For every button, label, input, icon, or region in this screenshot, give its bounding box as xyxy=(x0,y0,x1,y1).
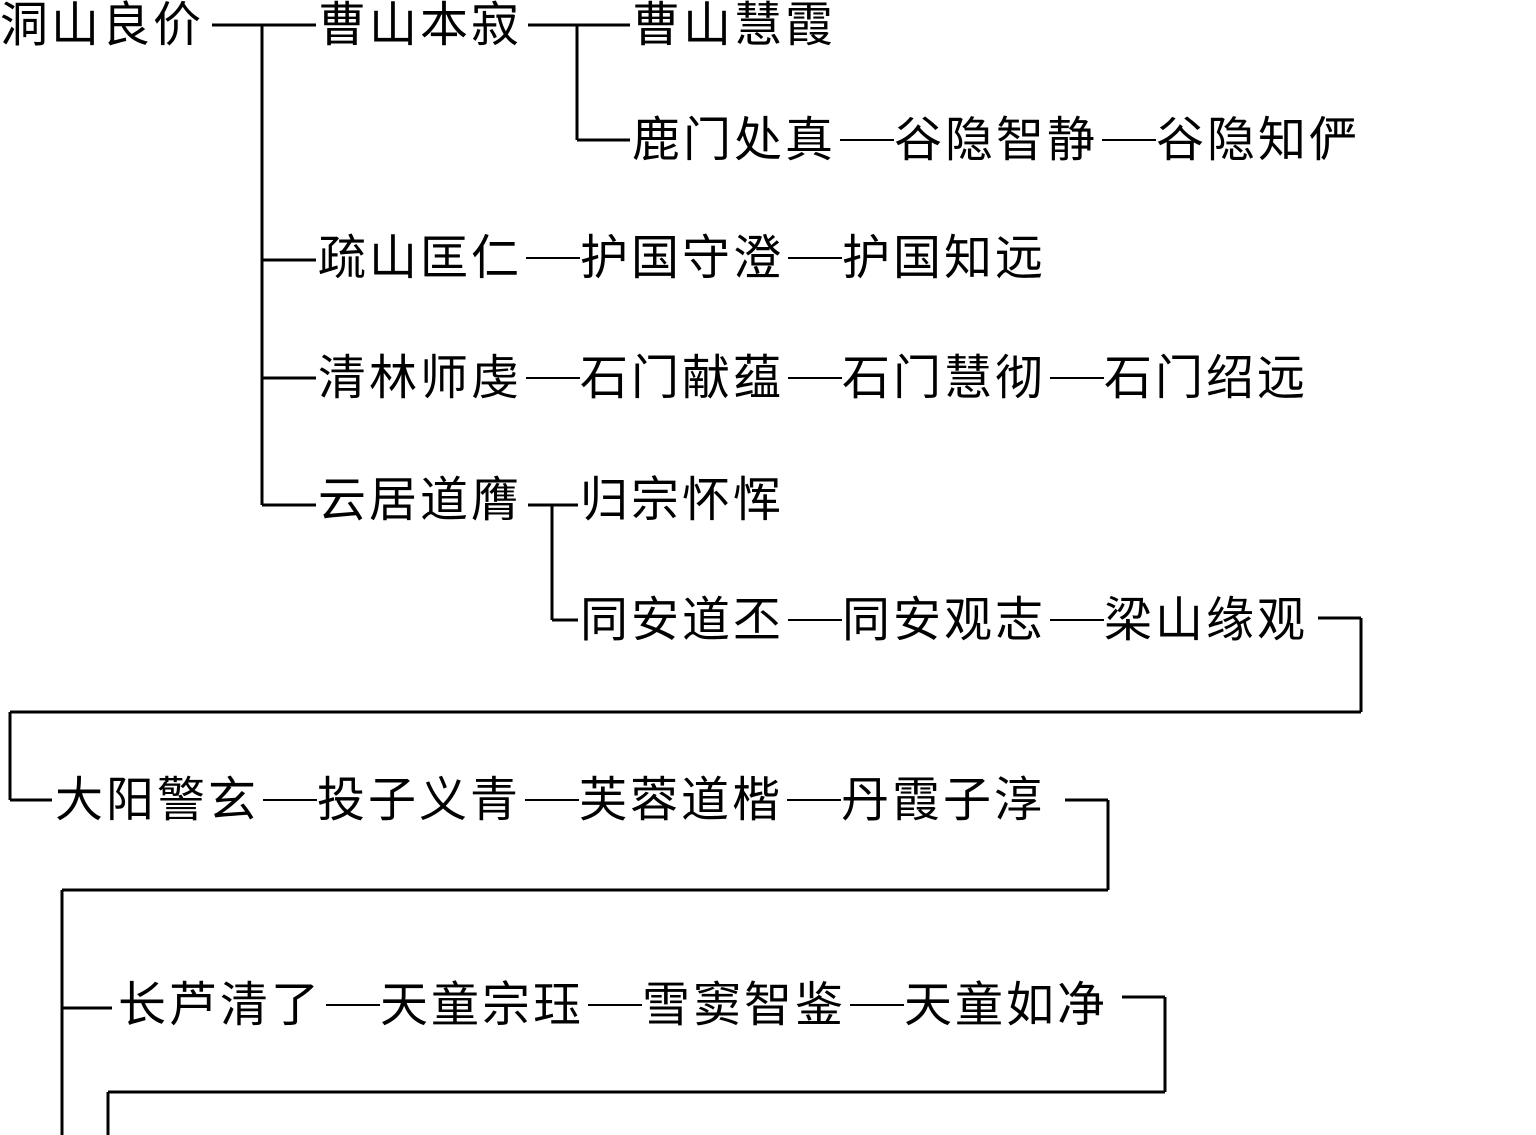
node-name: 同安道丕 xyxy=(580,592,785,648)
dash xyxy=(1102,139,1156,141)
dash xyxy=(526,377,580,379)
node-name: 云居道膺 xyxy=(318,472,523,528)
chain-lumen: 鹿门处真 谷隐智静 谷隐知俨 xyxy=(632,112,1364,168)
node-name: 丹霞子淳 xyxy=(841,772,1046,828)
node-name: 投子义青 xyxy=(317,772,522,828)
node-name: 鹿门处真 xyxy=(632,112,837,168)
node-name: 疏山匡仁 xyxy=(318,230,523,286)
chain-changlu: 长芦清了 天童宗珏 雪窦智鉴 天童如净 xyxy=(118,977,1112,1033)
node-root: 洞山良价 xyxy=(0,0,208,53)
node-name: 谷隐知俨 xyxy=(1156,112,1361,168)
node-name: 梁山缘观 xyxy=(1104,592,1309,648)
dash xyxy=(840,139,894,141)
dash xyxy=(850,1004,904,1006)
chain-shushan: 疏山匡仁 护国守澄 护国知远 xyxy=(318,230,1050,286)
node-name: 雪窦智鉴 xyxy=(642,977,847,1033)
node-guizong: 归宗怀恽 xyxy=(580,472,788,528)
node-name: 谷隐智静 xyxy=(894,112,1099,168)
node-name: 清林师虔 xyxy=(318,350,523,406)
node-name: 天童宗珏 xyxy=(380,977,585,1033)
dash xyxy=(787,799,841,801)
dash xyxy=(1050,619,1104,621)
node-yunju: 云居道膺 xyxy=(318,472,526,528)
dash xyxy=(525,799,579,801)
node-caoshan: 曹山本寂 xyxy=(318,0,526,53)
chain-tongan: 同安道丕 同安观志 梁山缘观 xyxy=(580,592,1312,648)
node-name: 归宗怀恽 xyxy=(580,472,785,528)
dash xyxy=(1050,377,1104,379)
node-name: 大阳警玄 xyxy=(55,772,260,828)
dash xyxy=(326,1004,380,1006)
dash xyxy=(526,257,580,259)
node-name: 护国知远 xyxy=(842,230,1047,286)
node-name: 曹山本寂 xyxy=(318,0,523,53)
node-name: 护国守澄 xyxy=(580,230,785,286)
dash xyxy=(788,257,842,259)
dash xyxy=(788,377,842,379)
node-name: 天童如净 xyxy=(904,977,1109,1033)
dash xyxy=(263,799,317,801)
node-name: 曹山慧霞 xyxy=(632,0,837,53)
chain-qinglin: 清林师虔 石门献蕴 石门慧彻 石门绍远 xyxy=(318,350,1312,406)
node-name: 同安观志 xyxy=(842,592,1047,648)
node-caoshan-huixia: 曹山慧霞 xyxy=(632,0,840,53)
node-name: 石门献蕴 xyxy=(580,350,785,406)
node-name: 石门慧彻 xyxy=(842,350,1047,406)
dash xyxy=(588,1004,642,1006)
node-name: 洞山良价 xyxy=(0,0,205,53)
node-name: 长芦清了 xyxy=(118,977,323,1033)
chain-dayang: 大阳警玄 投子义青 芙蓉道楷 丹霞子淳 xyxy=(55,772,1049,828)
node-name: 芙蓉道楷 xyxy=(579,772,784,828)
node-name: 石门绍远 xyxy=(1104,350,1309,406)
dash xyxy=(788,619,842,621)
